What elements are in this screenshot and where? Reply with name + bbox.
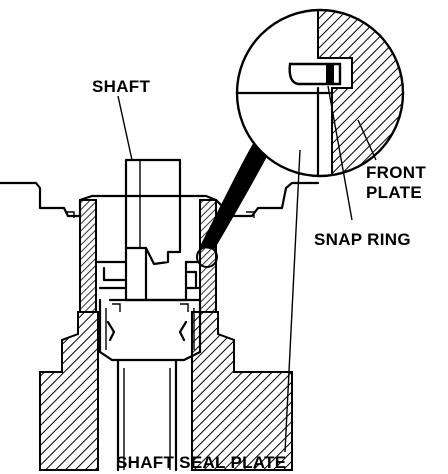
lower-housing xyxy=(39,311,293,471)
left-housing-hatch xyxy=(39,311,99,471)
shaft xyxy=(108,158,202,472)
magnify-circle xyxy=(235,8,405,178)
front-plate-outline xyxy=(0,181,320,218)
shaft-leader xyxy=(117,95,133,161)
front-plate-hatch xyxy=(317,10,403,176)
leader-lines xyxy=(117,85,377,453)
seal-assembly xyxy=(96,260,202,362)
shaft-seal-plate-leader xyxy=(284,149,301,453)
labels: SHAFT FRONT PLATE SNAP RING SHAFT SEAL P… xyxy=(92,77,426,472)
label-snap-ring: SNAP RING xyxy=(314,230,411,249)
snap-ring-leader xyxy=(327,85,353,221)
label-front-plate-line2: PLATE xyxy=(366,183,422,202)
front-plate-leader xyxy=(357,119,377,161)
left-wall-hatch xyxy=(79,199,97,313)
cylinder-walls xyxy=(79,199,217,313)
label-front-plate-line1: FRONT xyxy=(366,163,426,182)
label-shaft: SHAFT xyxy=(92,77,150,96)
right-housing-hatch xyxy=(191,311,293,471)
right-wall-hatch xyxy=(199,199,217,313)
label-shaft-seal-plate: SHAFT SEAL PLATE xyxy=(116,453,286,472)
